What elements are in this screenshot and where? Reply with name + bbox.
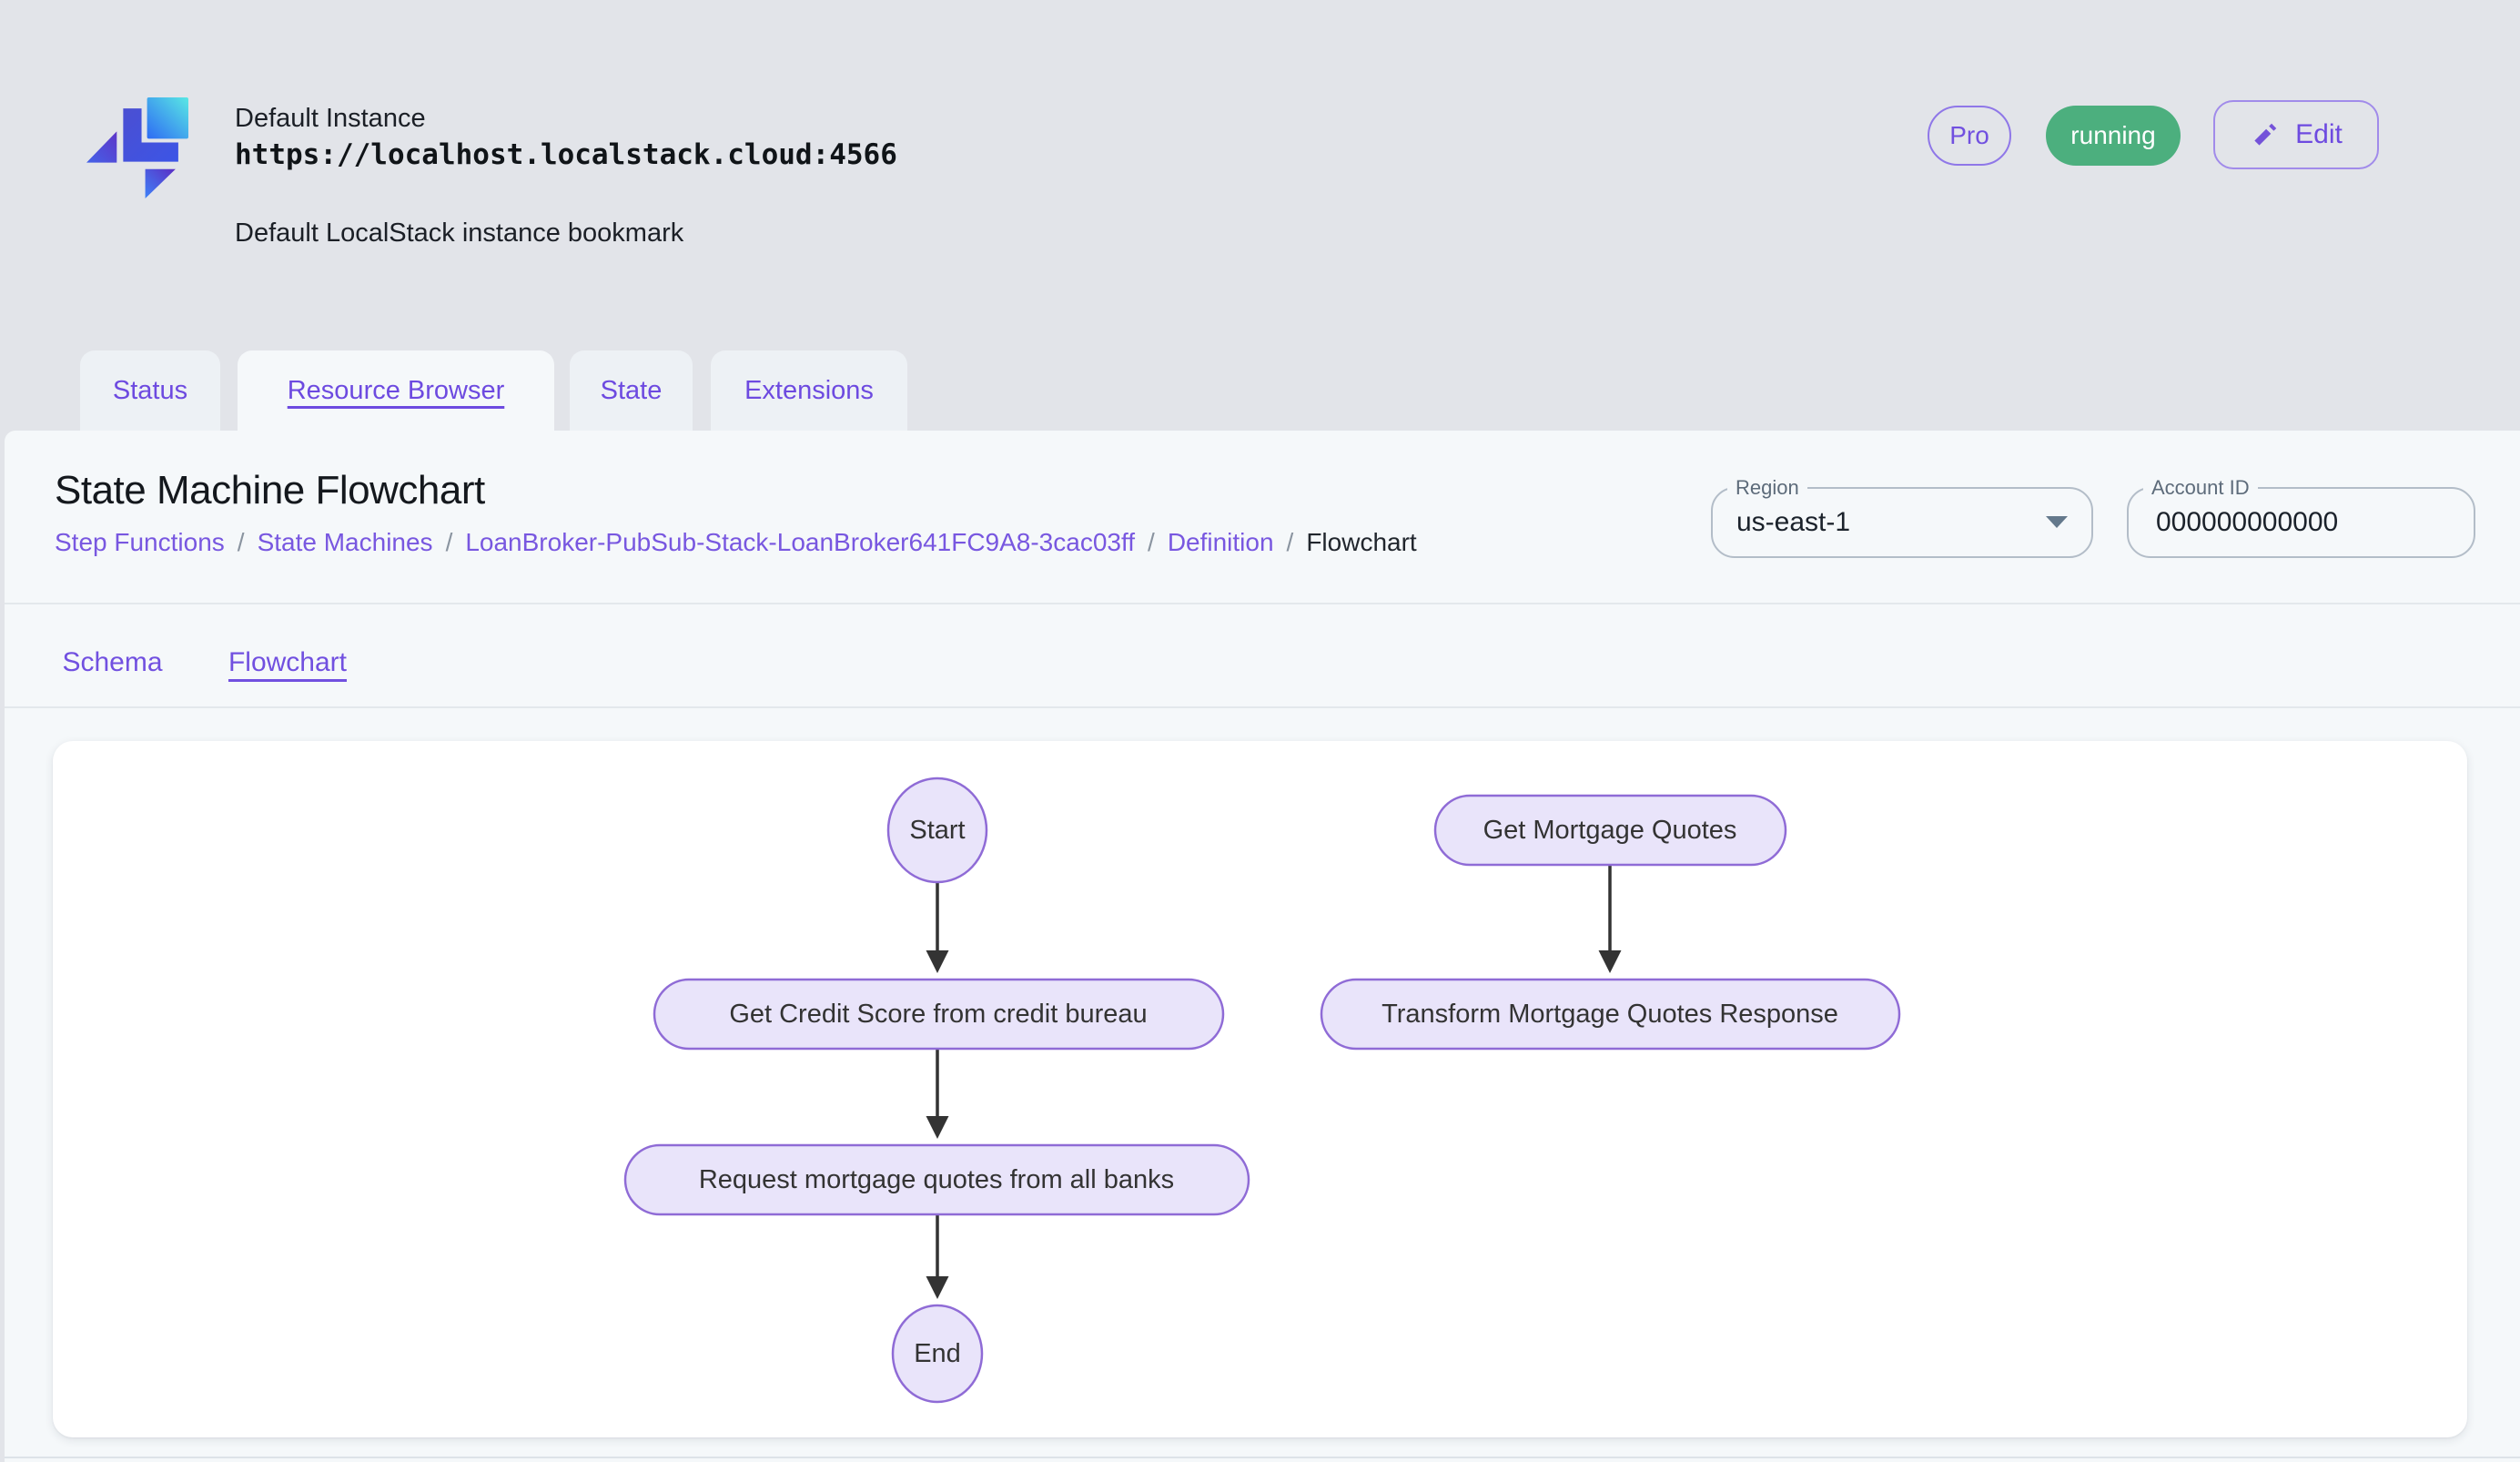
tab-extensions-label: Extensions	[744, 375, 874, 405]
breadcrumb-separator: /	[1286, 528, 1294, 556]
subtab-schema[interactable]: Schema	[56, 637, 169, 688]
breadcrumb-step-functions[interactable]: Step Functions	[55, 528, 225, 556]
breadcrumb-state-machine-id[interactable]: LoanBroker-PubSub-Stack-LoanBroker641FC9…	[465, 528, 1136, 556]
localstack-logo-icon	[86, 97, 188, 198]
breadcrumb-state-machines[interactable]: State Machines	[257, 528, 433, 556]
region-select-label: Region	[1727, 475, 1807, 501]
node-get-credit-score-shape	[653, 978, 1225, 1051]
pencil-icon	[2254, 123, 2277, 146]
tab-resource-browser-label: Resource Browser	[287, 375, 505, 405]
status-badge: running	[2046, 106, 2181, 166]
breadcrumb-separator: /	[445, 528, 453, 556]
divider	[5, 1457, 2520, 1458]
subtab-flowchart[interactable]: Flowchart	[218, 637, 357, 688]
region-select[interactable]: Region us-east-1	[1711, 475, 2093, 558]
tab-state-label: State	[600, 375, 663, 405]
node-get-credit-score-label: Get Credit Score from credit bureau	[729, 1000, 1147, 1029]
node-request-quotes-label: Request mortgage quotes from all banks	[699, 1165, 1174, 1194]
chevron-down-icon	[2046, 516, 2068, 528]
node-get-mortgage-quotes-shape	[1433, 794, 1787, 867]
account-id-input[interactable]	[2129, 489, 2474, 556]
breadcrumb-definition[interactable]: Definition	[1167, 528, 1274, 556]
tab-state[interactable]: State	[570, 350, 693, 431]
page-title: State Machine Flowchart	[55, 468, 485, 513]
flow-nodes: Start Get Credit Score from credit burea…	[623, 777, 1901, 1404]
region-select-value: us-east-1	[1736, 507, 1851, 537]
tab-status[interactable]: Status	[80, 350, 220, 431]
subtab-schema-label: Schema	[62, 647, 163, 677]
node-start-shape	[886, 777, 988, 884]
node-get-mortgage-quotes-label: Get Mortgage Quotes	[1483, 816, 1737, 845]
breadcrumb: Step Functions / State Machines / LoanBr…	[55, 528, 1417, 557]
subtab-flowchart-label: Flowchart	[228, 647, 348, 677]
edit-button[interactable]: Edit	[2213, 100, 2379, 169]
instance-description: Default LocalStack instance bookmark	[235, 218, 684, 248]
divider	[5, 706, 2520, 708]
divider	[5, 603, 2520, 604]
breadcrumb-current: Flowchart	[1306, 528, 1417, 556]
flow-edges	[926, 865, 1622, 1299]
breadcrumb-separator: /	[1148, 528, 1155, 556]
flowchart-card: Start Get Credit Score from credit burea…	[53, 741, 2467, 1437]
instance-url: https://localhost.localstack.cloud:4566	[235, 138, 897, 171]
edit-button-label: Edit	[2295, 119, 2343, 149]
node-request-quotes-shape	[623, 1143, 1250, 1216]
tab-status-label: Status	[112, 375, 188, 405]
node-start-label: Start	[909, 816, 965, 845]
pro-badge-label: Pro	[1949, 121, 1989, 149]
pro-badge: Pro	[1928, 106, 2011, 166]
node-transform-response-label: Transform Mortgage Quotes Response	[1381, 1000, 1838, 1029]
status-badge-label: running	[2070, 121, 2156, 149]
tab-resource-browser[interactable]: Resource Browser	[238, 350, 554, 431]
account-id-field[interactable]: Account ID	[2127, 475, 2475, 558]
node-end-shape	[891, 1304, 984, 1404]
tab-extensions[interactable]: Extensions	[711, 350, 907, 431]
node-end-label: End	[914, 1339, 961, 1368]
instance-name: Default Instance	[235, 104, 426, 133]
state-machine-flowchart: Start Get Credit Score from credit burea…	[623, 777, 1901, 1404]
breadcrumb-separator: /	[237, 528, 245, 556]
node-transform-response-shape	[1320, 978, 1901, 1051]
